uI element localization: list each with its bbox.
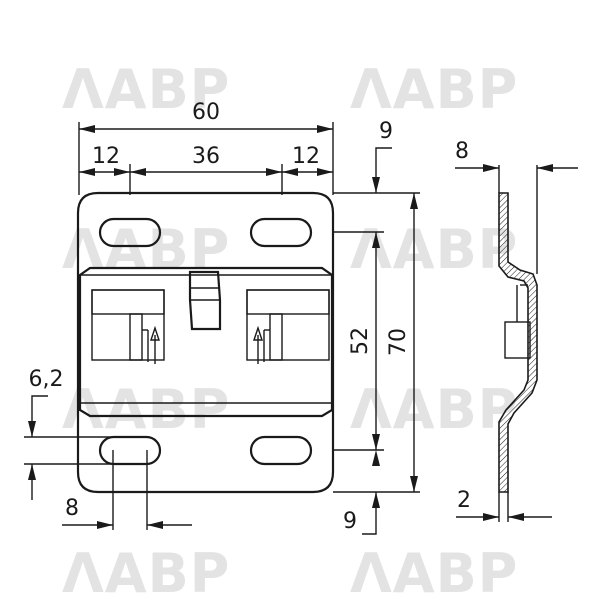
- dim-label-hole-diameter: 6,2: [29, 367, 64, 392]
- arrow-36-right: [266, 168, 282, 176]
- watermark-bottom-right: ΛABP: [350, 542, 518, 600]
- arrow-6-2-top: [28, 421, 36, 437]
- dim-label-hole-pitch: 52: [348, 327, 373, 355]
- front-plate: [76, 191, 335, 494]
- direction-arrow-left-icon: [150, 325, 160, 364]
- arrow-36-left: [130, 168, 146, 176]
- window-left-upper: [91, 289, 165, 315]
- arrow-8-right: [147, 521, 163, 529]
- watermark-bottom-left: ΛABP: [62, 542, 230, 600]
- dim-label-bottom-margin: 9: [343, 509, 357, 534]
- leader-9-bottom: [362, 492, 377, 535]
- plate-outline: [76, 191, 335, 494]
- latch-left: [129, 313, 143, 361]
- watermark-top-right: ΛABP: [350, 58, 518, 121]
- dim-label-overall-height: 70: [386, 328, 411, 356]
- side-view: 8 2: [455, 139, 578, 522]
- watermark-mid-left: ΛABP: [62, 218, 230, 281]
- dim-label-top-margin: 9: [379, 119, 393, 144]
- arrow-side-8-right: [537, 164, 553, 172]
- arrow-8-left: [97, 521, 113, 529]
- watermark-lower-left: ΛABP: [62, 378, 230, 441]
- window-right: [246, 289, 330, 361]
- leader-6-2-top: [31, 395, 48, 437]
- side-clip: [504, 321, 531, 359]
- window-right-upper: [246, 289, 330, 315]
- arrow-12r-left: [282, 168, 298, 176]
- arrow-12l-left: [79, 168, 95, 176]
- raised-block: [78, 266, 334, 418]
- arrow-thk-right: [508, 513, 524, 521]
- slot-hole-bottom-left: [98, 435, 162, 466]
- leader-9-top: [375, 147, 392, 193]
- watermarks: ΛABP ΛABP ΛABP ΛABP ΛABP ΛABP ΛABP ΛABP: [62, 58, 518, 600]
- dim-label-left-edge: 12: [92, 144, 120, 169]
- arrow-9-bottom-upper: [372, 450, 380, 466]
- arrow-60-right: [317, 125, 333, 133]
- arrow-12r-right: [317, 168, 333, 176]
- arrow-52-bottom: [372, 434, 380, 450]
- arrow-6-2-bottom: [28, 464, 36, 480]
- latch-right: [269, 313, 283, 361]
- dim-label-right-edge: 12: [292, 144, 320, 169]
- dim-label-hole-spacing: 36: [192, 144, 220, 169]
- slot-hole-top-left: [98, 217, 162, 248]
- arrow-70-bottom: [410, 476, 418, 492]
- top-dimensions: 60 12 36 12: [78, 100, 334, 195]
- arrow-thk-left: [483, 513, 499, 521]
- arrow-12l-right: [114, 168, 130, 176]
- dim-label-overall-width: 60: [192, 100, 220, 125]
- center-clip: [188, 270, 222, 331]
- dim-label-thickness: 2: [457, 488, 471, 513]
- arrow-9-top: [372, 177, 380, 193]
- window-left: [91, 289, 165, 361]
- watermark-lower-right: ΛABP: [350, 378, 518, 441]
- hole-dimensions: 6,2 8: [24, 367, 192, 530]
- dim-label-depth: 8: [455, 139, 469, 164]
- arrow-side-8-left: [483, 164, 499, 172]
- right-dimensions: 9 52 70 9: [333, 119, 420, 535]
- slot-hole-top-right: [249, 217, 313, 248]
- slot-hole-bottom-right: [249, 435, 313, 466]
- direction-arrow-right-icon: [253, 325, 263, 364]
- arrow-70-top: [410, 193, 418, 209]
- watermark-mid-right: ΛABP: [350, 218, 518, 281]
- dim-label-hole-width: 8: [65, 496, 79, 521]
- arrow-9-bottom: [372, 492, 380, 508]
- watermark-top-left: ΛABP: [62, 58, 230, 121]
- arrow-60-left: [79, 125, 95, 133]
